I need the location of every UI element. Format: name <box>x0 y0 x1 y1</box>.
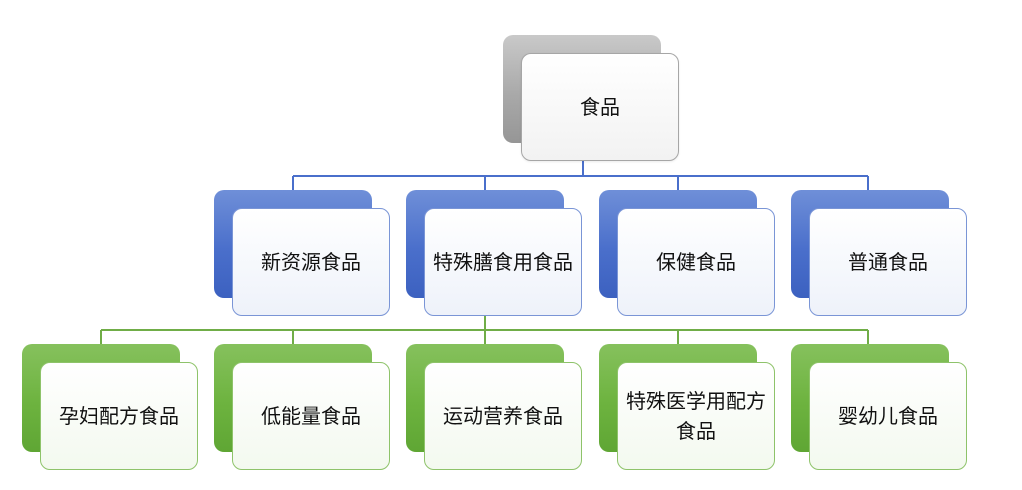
node-category-1-box: 新资源食品 <box>232 208 390 316</box>
node-category-2-box: 特殊膳食用食品 <box>424 208 582 316</box>
node-category-3-label: 保健食品 <box>656 250 736 274</box>
node-category-4-box: 普通食品 <box>809 208 967 316</box>
node-subcategory-4-box: 特殊医学用配方食品 <box>617 362 775 470</box>
node-subcategory-2-label: 低能量食品 <box>261 404 361 428</box>
node-subcategory-1-label: 孕妇配方食品 <box>59 404 179 428</box>
node-root-box: 食品 <box>521 53 679 161</box>
root-connectors <box>292 160 869 190</box>
category-2-connectors <box>100 316 869 344</box>
node-subcategory-5-box: 婴幼儿食品 <box>809 362 967 470</box>
node-subcategory-3-box: 运动营养食品 <box>424 362 582 470</box>
node-category-4-label: 普通食品 <box>848 250 928 274</box>
node-subcategory-3-label: 运动营养食品 <box>443 404 563 428</box>
node-category-3-box: 保健食品 <box>617 208 775 316</box>
node-subcategory-4-label: 特殊医学用配方食品 <box>626 389 766 443</box>
node-subcategory-1-box: 孕妇配方食品 <box>40 362 198 470</box>
node-subcategory-2-box: 低能量食品 <box>232 362 390 470</box>
node-root-label: 食品 <box>580 95 620 119</box>
node-category-1-label: 新资源食品 <box>261 250 361 274</box>
node-category-2-label: 特殊膳食用食品 <box>433 250 573 274</box>
node-subcategory-5-label: 婴幼儿食品 <box>838 404 938 428</box>
